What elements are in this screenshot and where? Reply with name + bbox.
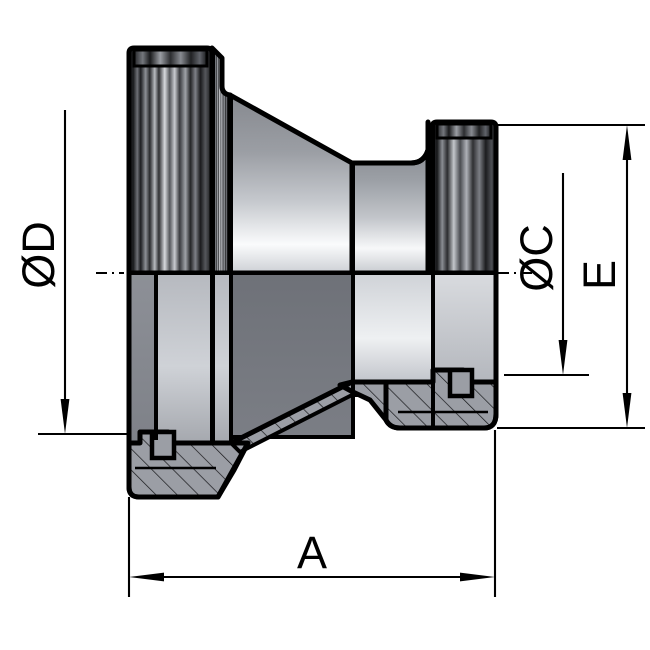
dimension-diameter-c	[504, 173, 589, 377]
dim-label-a: A	[297, 527, 327, 578]
lower-edge-lines	[154, 273, 435, 445]
dimension-e	[497, 123, 645, 430]
dimension-text-layer: ØD ØC E A	[13, 221, 625, 578]
dim-a-arrowhead-right	[460, 572, 495, 582]
gasket-groove-notch-right	[447, 367, 475, 399]
dimension-layer	[38, 110, 645, 597]
dim-d-arrowhead	[60, 399, 70, 434]
dim-c-arrowhead	[558, 340, 568, 375]
section-small-flange-wall	[431, 271, 498, 384]
small-flange-rim	[429, 119, 499, 276]
lower-half-outline	[126, 270, 499, 500]
large-flange-rim-body	[126, 45, 215, 276]
hub-cylinder-upper	[349, 147, 431, 276]
section-hub-wall	[351, 271, 435, 384]
dim-label-diameter-c: ØC	[511, 224, 562, 292]
part-lower-half-section	[126, 270, 499, 500]
dim-e-arrowhead-top	[622, 125, 632, 160]
section-large-inner-wall	[154, 271, 214, 445]
small-flange-rim-endface	[435, 122, 493, 140]
reducer-cone-upper	[227, 92, 355, 276]
large-flange-rim	[126, 45, 215, 276]
dim-label-diameter-d: ØD	[13, 221, 64, 289]
dim-e-arrowhead-bottom	[622, 393, 632, 428]
large-flange-rim-endface	[132, 48, 209, 68]
dim-label-e: E	[574, 260, 625, 290]
upper-edge-lines	[211, 48, 435, 273]
section-large-bore-wall	[127, 271, 158, 445]
hub-to-small-flange-fillet	[408, 119, 431, 166]
part-upper-half	[126, 45, 499, 276]
dimension-a	[127, 430, 497, 597]
small-flange-rim-body	[429, 119, 499, 276]
dim-a-arrowhead-left	[129, 572, 164, 582]
